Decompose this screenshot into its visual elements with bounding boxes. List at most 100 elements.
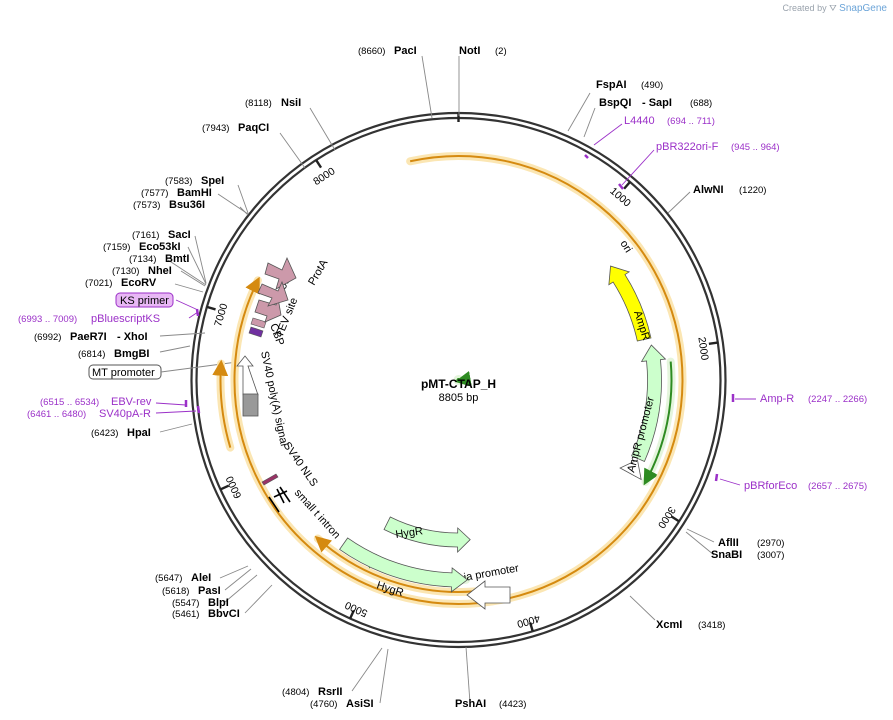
enzyme-position: (3007)	[757, 550, 784, 561]
enzyme-position: (7159)	[103, 242, 130, 253]
primer-range: (6993 .. 7009)	[18, 314, 77, 325]
enzyme-name: - SapI	[642, 97, 672, 109]
ks-primer-box: KS primer	[115, 292, 174, 308]
enzyme-position: (7021)	[85, 278, 112, 289]
enzyme-name: EcoRV	[121, 277, 157, 289]
scale-tick-label: 7000	[212, 302, 230, 328]
primer-name: SV40pA-R	[99, 408, 151, 420]
enzyme-position: (7943)	[202, 123, 229, 134]
enzyme-name: Eco53kI	[139, 241, 181, 253]
enzyme-position: (8660)	[358, 46, 385, 57]
enzyme-name: Bsu36I	[169, 199, 205, 211]
enzyme-name: SnaBI	[711, 549, 742, 561]
enzyme-name: BspQI	[599, 97, 631, 109]
enzyme-name: - XhoI	[117, 331, 148, 343]
primer-range: (2247 .. 2266)	[808, 394, 867, 405]
enzyme-name: SacI	[168, 229, 191, 241]
enzyme-name: RsrII	[318, 686, 342, 698]
orf-arrow	[454, 370, 472, 387]
feature-sv40-nls: SV40 NLS	[261, 440, 320, 489]
enzyme-position: (4804)	[282, 687, 309, 698]
primer-marks	[184, 154, 735, 482]
scale-tick-label: 2000	[695, 336, 710, 361]
feature-hygr-inner: HygR	[383, 516, 471, 553]
snapgene-logo-icon: ⛛	[829, 3, 837, 13]
enzyme-name: XcmI	[656, 619, 682, 631]
enzyme-position: (5461)	[172, 609, 199, 620]
feature-label: ori	[617, 238, 634, 255]
scale-tick-label: 6000	[224, 474, 245, 500]
plasmid-length: 8805 bp	[439, 392, 479, 404]
enzyme-position: (7134)	[129, 254, 156, 265]
orf-arrow	[212, 359, 232, 448]
enzyme-name: BmgBI	[114, 348, 149, 360]
enzyme-name: PasI	[198, 585, 221, 597]
enzyme-name: PaqCI	[238, 122, 269, 134]
enzyme-name: BlpI	[208, 597, 229, 609]
plasmid-name: pMT-CTAP_H	[421, 377, 496, 391]
enzyme-position: (2)	[495, 46, 507, 57]
primer-range: (2657 .. 2675)	[808, 481, 867, 492]
enzyme-name: PaeR7I	[70, 331, 107, 343]
orf-arrow	[233, 155, 684, 605]
credit-text: Created by	[782, 3, 827, 13]
feature-label: ProtA	[306, 257, 330, 287]
enzyme-name: AflII	[718, 537, 739, 549]
feature-label: HygR	[395, 525, 424, 541]
scale-tick-mark	[219, 484, 230, 491]
scale-tick-mark	[349, 609, 355, 620]
enzyme-position: (688)	[690, 98, 712, 109]
enzyme-name: BbvCI	[208, 608, 240, 620]
enzyme-name: SpeI	[201, 175, 224, 187]
enzyme-name: PshAI	[455, 698, 486, 710]
enzyme-name: FspAI	[596, 79, 627, 91]
feature-label: SV40 poly(A) signal	[258, 350, 290, 447]
enzyme-position: (7573)	[133, 200, 160, 211]
credit-brand: SnapGene	[839, 3, 887, 14]
enzyme-position: (7130)	[112, 266, 139, 277]
primer-name: pBRforEco	[744, 480, 797, 492]
orf-arcs	[212, 152, 687, 608]
enzyme-position: (6814)	[78, 349, 105, 360]
enzyme-position: (7577)	[141, 188, 168, 199]
mt-promoter-box: MT promoter	[88, 364, 162, 380]
enzyme-position: (5647)	[155, 573, 182, 584]
orf-arrow	[643, 361, 673, 486]
enzyme-position: (1220)	[739, 185, 766, 196]
enzyme-position: (8118)	[245, 98, 272, 109]
enzyme-position: (2970)	[757, 538, 784, 549]
mt-promoter-label: MT promoter	[92, 367, 155, 379]
enzyme-name: AsiSI	[346, 698, 374, 710]
primer-name: pBluescriptKS	[91, 313, 160, 325]
primer-range: (945 .. 964)	[731, 142, 780, 153]
enzyme-position: (6992)	[34, 332, 61, 343]
enzyme-name: BmtI	[165, 253, 189, 265]
enzyme-name: BamHI	[177, 187, 212, 199]
primer-name: EBV-rev	[111, 396, 152, 408]
scale-tick-label: 4000	[515, 612, 541, 630]
feature-sv40-polya: SV40 poly(A) signal	[236, 350, 290, 447]
primer-range: (6461 .. 6480)	[27, 409, 86, 420]
enzyme-name: AlwNI	[693, 184, 724, 196]
scale-tick-mark	[708, 341, 718, 345]
primer-labels: L4440 (694 .. 711) pBR322ori-F (945 .. 9…	[18, 115, 867, 492]
enzyme-labels: NotI (2) (8660) PacI (8118) NsiI (7943) …	[34, 45, 784, 710]
scale-tick-mark	[315, 159, 323, 169]
primer-name: Amp-R	[760, 393, 794, 405]
enzyme-position: (4760)	[310, 699, 337, 710]
primer-leader-lines	[155, 123, 756, 486]
scale-tick-mark	[670, 515, 680, 523]
feature-ori: ori	[608, 238, 652, 342]
primer-name: L4440	[624, 115, 655, 127]
scale-tick-mark	[529, 622, 534, 632]
enzyme-name: NotI	[459, 45, 480, 57]
enzyme-position: (490)	[641, 80, 663, 91]
enzyme-name: NheI	[148, 265, 172, 277]
enzyme-position: (7583)	[165, 176, 192, 187]
scale-tick-label: 8000	[311, 165, 337, 188]
primer-name: pBR322ori-F	[656, 141, 719, 153]
feature-label: SV40 NLS	[281, 440, 320, 489]
enzyme-position: (5618)	[162, 586, 189, 597]
